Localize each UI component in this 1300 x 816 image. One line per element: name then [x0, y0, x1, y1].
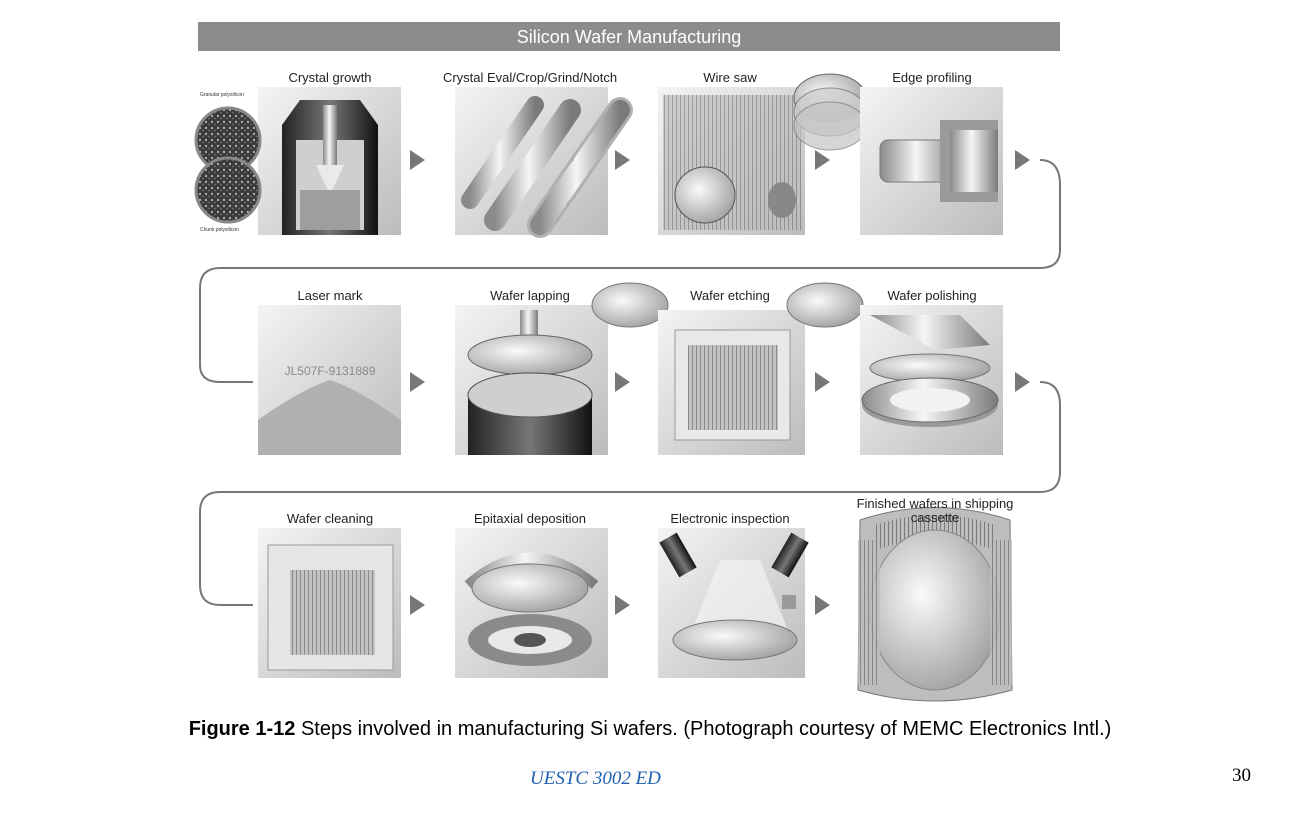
step-label-wafer-lapping: Wafer lapping	[490, 288, 570, 303]
figure-caption-text: Steps involved in manufacturing Si wafer…	[295, 718, 1112, 740]
step-epitaxial-deposition	[455, 528, 608, 678]
step-wafer-lapping	[455, 305, 608, 455]
flow-arrows	[410, 150, 1030, 615]
step-label-laser-mark: Laser mark	[297, 288, 363, 303]
step-finished-wafers	[857, 507, 1013, 702]
step-label-finished-wafers: Finished wafers in shipping	[857, 496, 1014, 511]
flow-connector-row1-row2	[199, 159, 1061, 383]
step-wafer-cleaning	[258, 528, 401, 678]
step-label-edge-profiling: Edge profiling	[892, 70, 972, 85]
footer-course-code: UESTC 3002 ED	[530, 768, 661, 789]
step-label-epitaxial-deposition: Epitaxial deposition	[474, 511, 586, 526]
step-wire-saw	[658, 73, 867, 235]
step-label-electronic-inspection: Electronic inspection	[670, 511, 789, 526]
diagram-title: Silicon Wafer Manufacturing	[517, 27, 741, 47]
title-bar	[198, 22, 1060, 51]
laser-mark-code: JL507F-9131889	[285, 364, 376, 378]
step-label-finished-wafers-line2: cassette	[911, 510, 959, 525]
granular-polysilicon-label: Granular polysilicon	[200, 92, 244, 98]
step-label-wafer-polishing: Wafer polishing	[887, 288, 976, 303]
step-electronic-inspection	[658, 528, 809, 678]
step-label-wafer-etching: Wafer etching	[690, 288, 770, 303]
step-wafer-etching	[591, 282, 864, 455]
step-wafer-polishing	[860, 305, 1003, 455]
step-crystal-growth	[258, 87, 401, 235]
step-laser-mark: JL507F-9131889	[258, 305, 401, 455]
step-label-crystal-eval: Crystal Eval/Crop/Grind/Notch	[443, 70, 617, 85]
flow-connector-row2-row3	[199, 381, 1061, 606]
step-label-wafer-cleaning: Wafer cleaning	[287, 511, 373, 526]
figure-caption: Figure 1-12 Steps involved in manufactur…	[0, 718, 1300, 741]
figure-number: Figure 1-12	[188, 718, 296, 740]
step-label-wire-saw: Wire saw	[703, 70, 757, 85]
polysilicon-insets: Granular polysilicon Chunk polysilicon	[194, 92, 262, 233]
page-number: 30	[1232, 765, 1251, 786]
step-label-crystal-growth: Crystal growth	[288, 70, 371, 85]
chunk-polysilicon-label: Chunk polysilicon	[200, 227, 239, 233]
step-crystal-eval	[455, 87, 633, 238]
step-edge-profiling	[860, 87, 1003, 235]
